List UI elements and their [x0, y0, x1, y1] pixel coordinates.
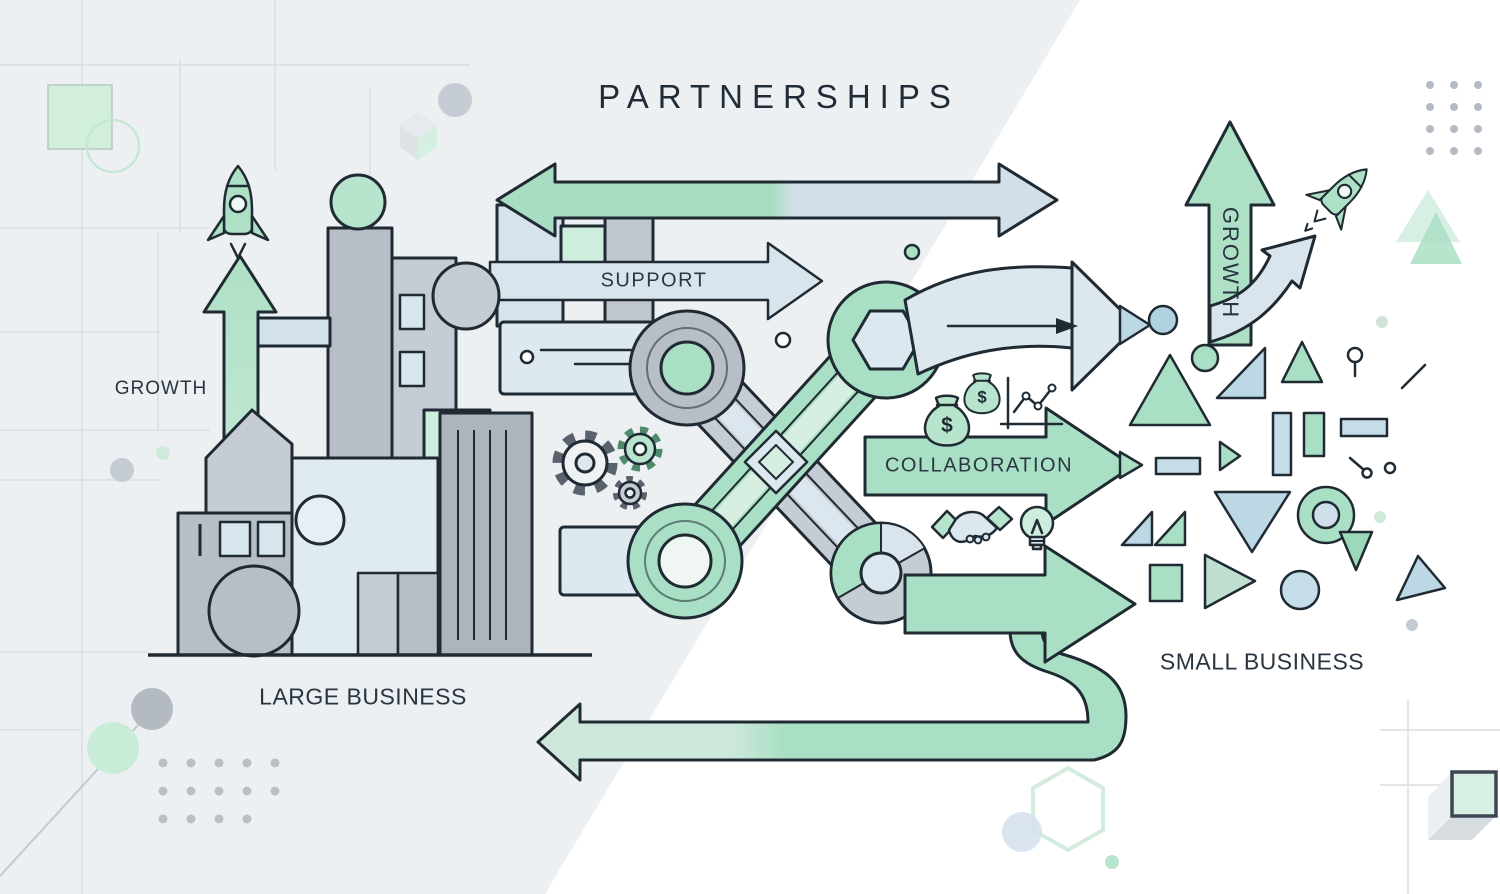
decor-green-dot-left	[156, 446, 170, 460]
dollar-symbol: $	[941, 414, 953, 437]
decor-small-white-circle	[774, 331, 792, 349]
line-chart-icon	[999, 376, 1064, 430]
joint-top-left	[628, 309, 746, 427]
band-center-diamond-inner	[757, 443, 795, 481]
building-dome	[329, 173, 387, 231]
large-business-label: LARGE BUSINESS	[259, 683, 467, 710]
rocket-icon-right	[1304, 168, 1368, 232]
collaboration-arrow-label: COLLABORATION	[884, 454, 1074, 477]
decor-bottom-left	[0, 688, 173, 877]
small-business-shapes	[1118, 304, 1447, 631]
return-arrow	[536, 628, 1128, 782]
gear-icon-large	[552, 430, 618, 496]
upward-curve-arrow	[1208, 234, 1317, 344]
building-window	[398, 293, 426, 331]
decor-top-left-square	[47, 84, 141, 174]
thin-arrow	[1056, 318, 1078, 334]
pin-line-shape	[1348, 456, 1373, 479]
building-window	[398, 350, 426, 388]
growth-arrow-right	[1184, 120, 1276, 347]
growth-label-left: GROWTH	[114, 378, 208, 399]
page-title: PARTNERSHIPS	[598, 78, 960, 115]
circle-outline	[85, 118, 141, 174]
exchange-double-arrow	[495, 162, 1059, 238]
lightbulb-icon	[1019, 505, 1055, 551]
small-business-label: SMALL BUSINESS	[1159, 648, 1365, 675]
cube-icon-bottom-right	[1428, 770, 1498, 840]
support-arrow	[488, 241, 824, 321]
dot-grid-bottom-left	[158, 758, 280, 824]
curved-band-to-small-business	[903, 260, 1139, 392]
decor-pastel-triangles	[1396, 190, 1462, 264]
pin-shape	[1346, 346, 1364, 378]
money-bag-icon-small: $	[963, 372, 1001, 415]
decor-bottom-pastel-cluster	[1002, 765, 1119, 869]
building-tank	[207, 564, 301, 658]
building-window	[256, 520, 286, 558]
gears	[552, 426, 663, 510]
triangle-green-large	[1128, 353, 1212, 427]
dollar-symbol: $	[977, 387, 987, 406]
growth-transfer-arrow	[903, 544, 1137, 664]
money-bag-icon: $	[923, 394, 971, 447]
donut-shape	[1296, 485, 1356, 545]
handshake-icon	[930, 505, 1014, 545]
decor-small-green-circle	[903, 243, 921, 261]
support-arrow-label: SUPPORT	[600, 269, 708, 292]
building-window	[218, 520, 252, 558]
decor-gray-dot	[438, 83, 472, 117]
building-round-top	[431, 261, 501, 331]
large-business-buildings-front	[148, 261, 592, 658]
decor-gray-dot-left	[110, 458, 134, 482]
rocket-icon-left	[206, 164, 270, 260]
building-striped-tower	[438, 411, 534, 657]
growth-label-right: GROWTH	[1218, 206, 1243, 320]
building-round-window	[294, 494, 346, 546]
dot-grid-top-right	[1426, 81, 1482, 155]
gear-icon-green	[617, 426, 663, 472]
joint-bottom-left	[626, 502, 744, 620]
large-business-buildings-back	[254, 173, 655, 657]
cube-icon-faint	[400, 112, 437, 160]
triangle-blue-down	[1213, 490, 1292, 554]
gear-icon-small	[613, 476, 647, 510]
